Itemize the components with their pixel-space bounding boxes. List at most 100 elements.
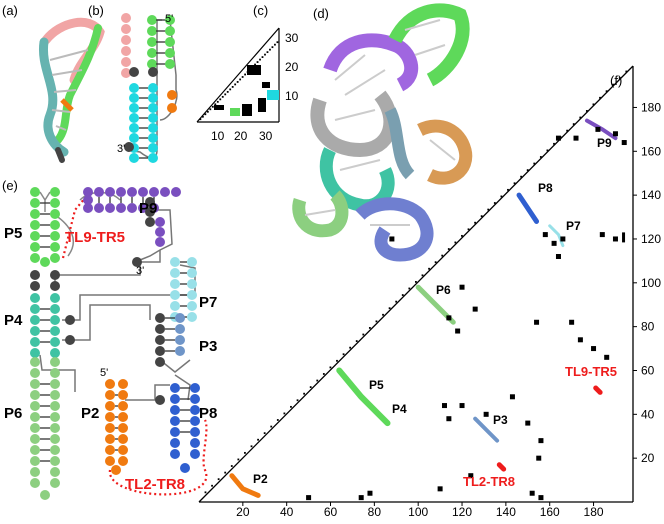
diagonal-contact <box>199 118 202 121</box>
stem-nucleotide <box>30 348 40 358</box>
diagonal-contact <box>276 419 279 421</box>
nucleotide <box>155 357 165 367</box>
diagonal-contact <box>612 83 615 86</box>
diagonal-contact <box>269 48 271 51</box>
stem-nucleotide <box>170 383 180 393</box>
stem-nucleotide <box>147 37 157 47</box>
stem-nucleotide <box>187 290 197 300</box>
diagonal-contact <box>618 77 621 79</box>
stem-nucleotide <box>50 253 60 263</box>
stem-nucleotide <box>50 326 60 336</box>
diagonal-contact <box>592 103 595 106</box>
panel-f-tick-marks <box>242 106 637 506</box>
stem-nucleotide <box>155 237 165 247</box>
tertiary-contact <box>622 232 626 243</box>
stem-nucleotide <box>170 290 180 300</box>
stem-nucleotide <box>50 423 60 433</box>
panel-label-e: (e) <box>2 178 18 193</box>
stem-nucleotide <box>127 203 137 213</box>
panel-b-five-prime: 5' <box>165 13 173 25</box>
interaction-label-TL9-TR5: TL9-TR5 <box>65 229 125 246</box>
tertiary-contact <box>551 240 557 246</box>
helix-label-P3: P3 <box>199 338 217 355</box>
stem-nucleotide <box>116 203 126 213</box>
tertiary-contact <box>569 319 575 325</box>
panel-f-xtick: 120 <box>452 505 472 519</box>
stem-nucleotide <box>30 379 40 389</box>
panel-c-xtick: 20 <box>234 129 248 143</box>
panel-f-ytick: 80 <box>641 320 655 334</box>
diagonal-contact <box>546 149 549 152</box>
stem-nucleotide <box>155 217 165 227</box>
tertiary-contact <box>367 490 373 496</box>
panel-f-label-P6: P6 <box>436 283 451 297</box>
stem-nucleotide <box>171 187 181 197</box>
stem-nucleotide <box>187 257 197 267</box>
diagonal-contact <box>309 386 312 389</box>
panel-f-label-P7: P7 <box>566 219 581 233</box>
stem-nucleotide <box>105 390 115 400</box>
diagonal-contact <box>428 267 430 270</box>
diagonal-contact <box>329 366 332 369</box>
stem-nucleotide <box>30 412 40 422</box>
diagonal-contact <box>342 353 345 356</box>
stem-nucleotide <box>118 445 128 455</box>
helix-label-P6: P6 <box>4 405 22 422</box>
panel-f-ytick: 180 <box>641 100 661 114</box>
diagonal-contact <box>585 110 588 112</box>
helix-label-P8: P8 <box>199 405 217 422</box>
stem-nucleotide <box>147 15 157 25</box>
tertiary-contact <box>542 232 548 238</box>
nucleotide <box>30 270 40 280</box>
stem-nucleotide <box>148 153 158 163</box>
diagonal-contact <box>237 458 240 461</box>
stem-nucleotide <box>170 394 180 404</box>
diagonal-contact <box>224 93 227 96</box>
stem-nucleotide <box>30 478 40 488</box>
diagonal-contact <box>229 88 232 91</box>
diagonal-contact <box>211 105 214 108</box>
diagonal-contact <box>244 73 247 76</box>
diagonal-contact <box>355 340 358 342</box>
diagonal-contact <box>244 451 246 454</box>
stem-nucleotide <box>94 203 104 213</box>
loop-nucleotide <box>121 24 131 34</box>
stem-nucleotide <box>50 434 60 444</box>
contact-TL9-TR5 <box>593 385 603 395</box>
stem-nucleotide <box>187 312 197 322</box>
interaction-label-TL2-TR8: TL2-TR8 <box>125 476 185 493</box>
stem-nucleotide <box>165 26 175 36</box>
tertiary-contact <box>525 420 531 426</box>
tertiary-contact <box>604 354 610 360</box>
stem-nucleotide <box>116 187 126 197</box>
panel-f-label-P5: P5 <box>369 378 384 392</box>
stem-nucleotide <box>50 209 60 219</box>
diagonal-contact <box>566 129 569 132</box>
stem-nucleotide <box>148 123 158 133</box>
stem-nucleotide <box>138 187 148 197</box>
diagonal-contact <box>263 432 266 435</box>
stem-nucleotide <box>50 412 60 422</box>
tertiary-contact <box>459 403 465 409</box>
tertiary-contact <box>536 455 542 461</box>
panel-f-label-P9: P9 <box>597 136 612 150</box>
diagonal-contact <box>290 405 292 408</box>
contact-TL2-TR8 <box>496 462 507 472</box>
stem-nucleotide <box>105 187 115 197</box>
stem-nucleotide <box>148 133 158 143</box>
stem-nucleotide <box>105 379 115 389</box>
diagonal-contact <box>467 228 470 231</box>
nucleotide <box>148 67 158 77</box>
nucleotide <box>65 315 75 325</box>
loop-nucleotide <box>121 57 131 67</box>
diagonal-contact <box>219 98 222 101</box>
stem-nucleotide <box>129 123 139 133</box>
tertiary-contact <box>446 416 452 422</box>
stem-nucleotide <box>30 231 40 241</box>
tertiary-contact <box>577 337 583 343</box>
nucleotide <box>145 207 155 217</box>
contact-block <box>242 104 252 116</box>
diagonal-contact <box>256 61 259 63</box>
diagonal-contact <box>520 175 523 178</box>
diagonal-contact <box>434 261 437 264</box>
